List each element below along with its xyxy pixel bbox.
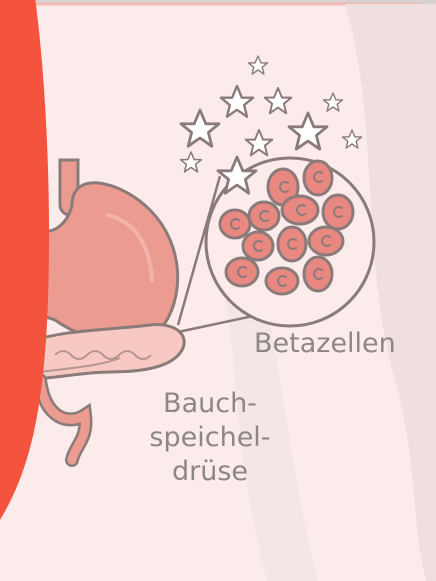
beta-cells-label: Betazellen bbox=[254, 327, 396, 361]
pancreas-label-line1: Bauch- bbox=[140, 387, 280, 421]
pancreas-label-line2: speichel- bbox=[140, 421, 280, 455]
pancreas-label-line3: drüse bbox=[140, 455, 280, 489]
pancreas-label: Bauch- speichel- drüse bbox=[140, 387, 280, 489]
